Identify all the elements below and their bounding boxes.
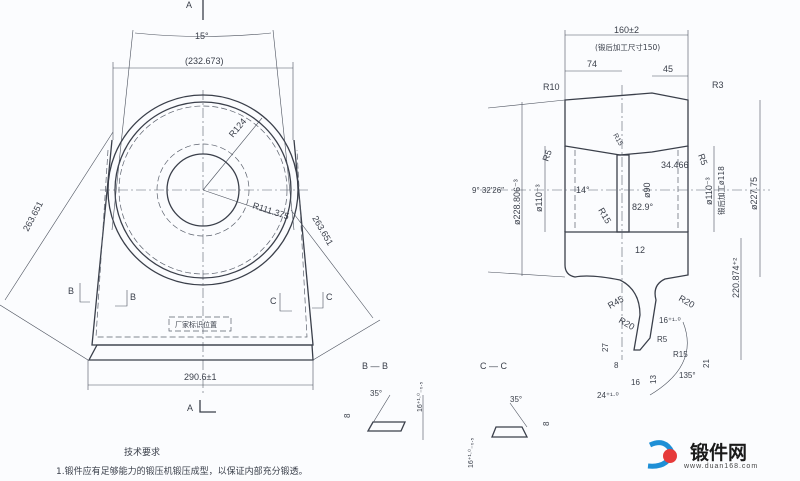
cc-thickness: 16⁺¹·⁰₋₀.₅ xyxy=(467,438,475,468)
section-view-bb: B — B 35° 8 16⁺¹·⁰₋₀.₅ xyxy=(343,361,424,440)
cc-height-8: 8 xyxy=(542,421,551,426)
bb-thickness: 16⁺¹·⁰₋₀.₅ xyxy=(416,382,424,412)
marking-area-label: 厂家标识位置 xyxy=(175,320,217,329)
watermark-logo: 锻件网 www.duan168.com xyxy=(647,440,758,470)
width-160: 160±2 xyxy=(614,25,639,35)
cut-label-b-right: B xyxy=(130,292,136,302)
section-view-cc: C — C 35° 8 16⁺¹·⁰₋₀.₅ xyxy=(467,361,551,468)
section-view-a: 160±2 (锻后加工尺寸150) 74 45 R10 R3 R5 R5 R15… xyxy=(472,25,770,400)
taper-angle: 9° 32′26″ xyxy=(472,186,504,195)
radius-r5-left: R5 xyxy=(540,148,553,162)
marking-area xyxy=(168,316,232,332)
cut-arrow-b-left xyxy=(79,283,90,303)
angle-82-9: 82.9° xyxy=(632,202,654,212)
dim-16: 16 xyxy=(631,378,640,387)
bb-profile xyxy=(366,421,407,432)
taper-line xyxy=(487,271,566,278)
cut-label-c-left: C xyxy=(270,296,277,306)
tech-requirement-1: 1.锻件应有足够能力的锻压机锻压成型，以保证内部充分锻透。 xyxy=(56,465,308,477)
radius-r15: R15 xyxy=(596,206,613,225)
radius-r15-stem: R15 xyxy=(673,350,688,359)
radius-r20-b: R20 xyxy=(617,315,636,332)
lower-hatched-section xyxy=(564,231,689,351)
dia-110-left: ø110⁻³ xyxy=(534,184,544,212)
base-flange xyxy=(87,344,314,361)
angle-line-right xyxy=(272,29,295,231)
dia-228: ø228.806⁻³ xyxy=(512,179,522,225)
radius-r124: R124 xyxy=(227,116,248,139)
ext-line xyxy=(0,304,89,361)
upper-hatched-section xyxy=(564,92,689,156)
base-width-dim: 290.6±1 xyxy=(184,372,216,382)
dim-13: 13 xyxy=(649,375,658,384)
section-bb-title: B — B xyxy=(362,361,388,371)
cc-profile xyxy=(491,426,529,438)
dia-110-right: ø110⁻³ xyxy=(704,177,714,205)
r111-leader xyxy=(202,189,283,218)
ext-line xyxy=(312,319,381,361)
angle-135: 135° xyxy=(679,371,696,380)
slant-dim-right-value: 263.651 xyxy=(310,214,335,247)
slant-dim-left-value: 263.651 xyxy=(21,200,45,233)
hidden-rim xyxy=(118,105,288,275)
dim-45: 45 xyxy=(663,64,673,74)
front-view: A 15° (232.673) R124 R111.375 263.651 26… xyxy=(0,0,381,413)
radius-r5-right: R5 xyxy=(696,152,709,166)
dia-90: ø90 xyxy=(642,182,652,198)
angle-line xyxy=(509,402,528,428)
dim-12: 12 xyxy=(635,245,645,255)
angle-14: 14° xyxy=(576,185,590,195)
watermark-name: 锻件网 xyxy=(690,441,747,464)
dia-227-75: ø227.75 xyxy=(749,177,759,210)
rim-circle xyxy=(114,101,292,279)
slant-dim-left xyxy=(4,131,114,301)
radius-r3: R3 xyxy=(712,80,724,90)
dim-74: 74 xyxy=(587,59,597,69)
section-arrow-a xyxy=(199,400,216,413)
r124-leader xyxy=(202,117,263,191)
web-section xyxy=(616,154,630,233)
taper-line xyxy=(487,99,566,109)
dim-16-stem: 16⁺¹·⁰ xyxy=(659,316,681,325)
tech-requirements-title: 技术要求 xyxy=(124,446,160,458)
dim-220-874: 220.874⁺² xyxy=(731,258,741,298)
section-label-a-bottom: A xyxy=(187,403,193,413)
angle-arc xyxy=(134,32,272,37)
watermark-url: www.duan168.com xyxy=(683,463,758,470)
logo-gear-icon xyxy=(663,449,677,463)
radius-r45: R45 xyxy=(606,294,625,311)
width-ref-dim: (232.673) xyxy=(185,56,224,66)
section-cc-title: C — C xyxy=(480,361,508,371)
angle-15: 15° xyxy=(195,31,209,41)
body-outline xyxy=(91,139,314,346)
radius-r5-stem: R5 xyxy=(657,335,668,344)
cut-arrow-c-right xyxy=(312,292,324,309)
cut-arrow-b-right xyxy=(115,290,128,307)
section-label-a-top: A xyxy=(186,0,192,10)
bore-circle xyxy=(166,153,240,227)
cut-arrow-c-left xyxy=(279,293,292,312)
angle-line-left xyxy=(111,29,134,231)
dim-27: 27 xyxy=(601,343,610,352)
angle-line xyxy=(367,394,391,432)
hidden-body xyxy=(95,149,308,338)
dim-21: 21 xyxy=(702,359,711,368)
dim-24: 24⁺¹·⁰ xyxy=(597,391,619,400)
radius-r20-a: R20 xyxy=(677,293,696,310)
machined-dia-118: 锻后加工ø118 xyxy=(716,166,726,215)
bb-angle-35: 35° xyxy=(370,389,382,398)
hidden-bore xyxy=(156,143,250,237)
cut-label-b-left: B xyxy=(68,286,74,296)
radius-r10: R10 xyxy=(543,82,560,92)
slant-dim-right xyxy=(290,209,374,319)
dim-8: 8 xyxy=(614,361,619,370)
bb-height-8: 8 xyxy=(343,413,352,418)
cc-angle-35: 35° xyxy=(510,395,522,404)
angle-arc-135 xyxy=(649,321,688,396)
dim-34-466: 34.466 xyxy=(661,160,689,170)
radius-r111: R111.375 xyxy=(251,200,290,221)
width-note: (锻后加工尺寸150) xyxy=(595,42,660,52)
cut-label-c-right: C xyxy=(326,292,333,302)
